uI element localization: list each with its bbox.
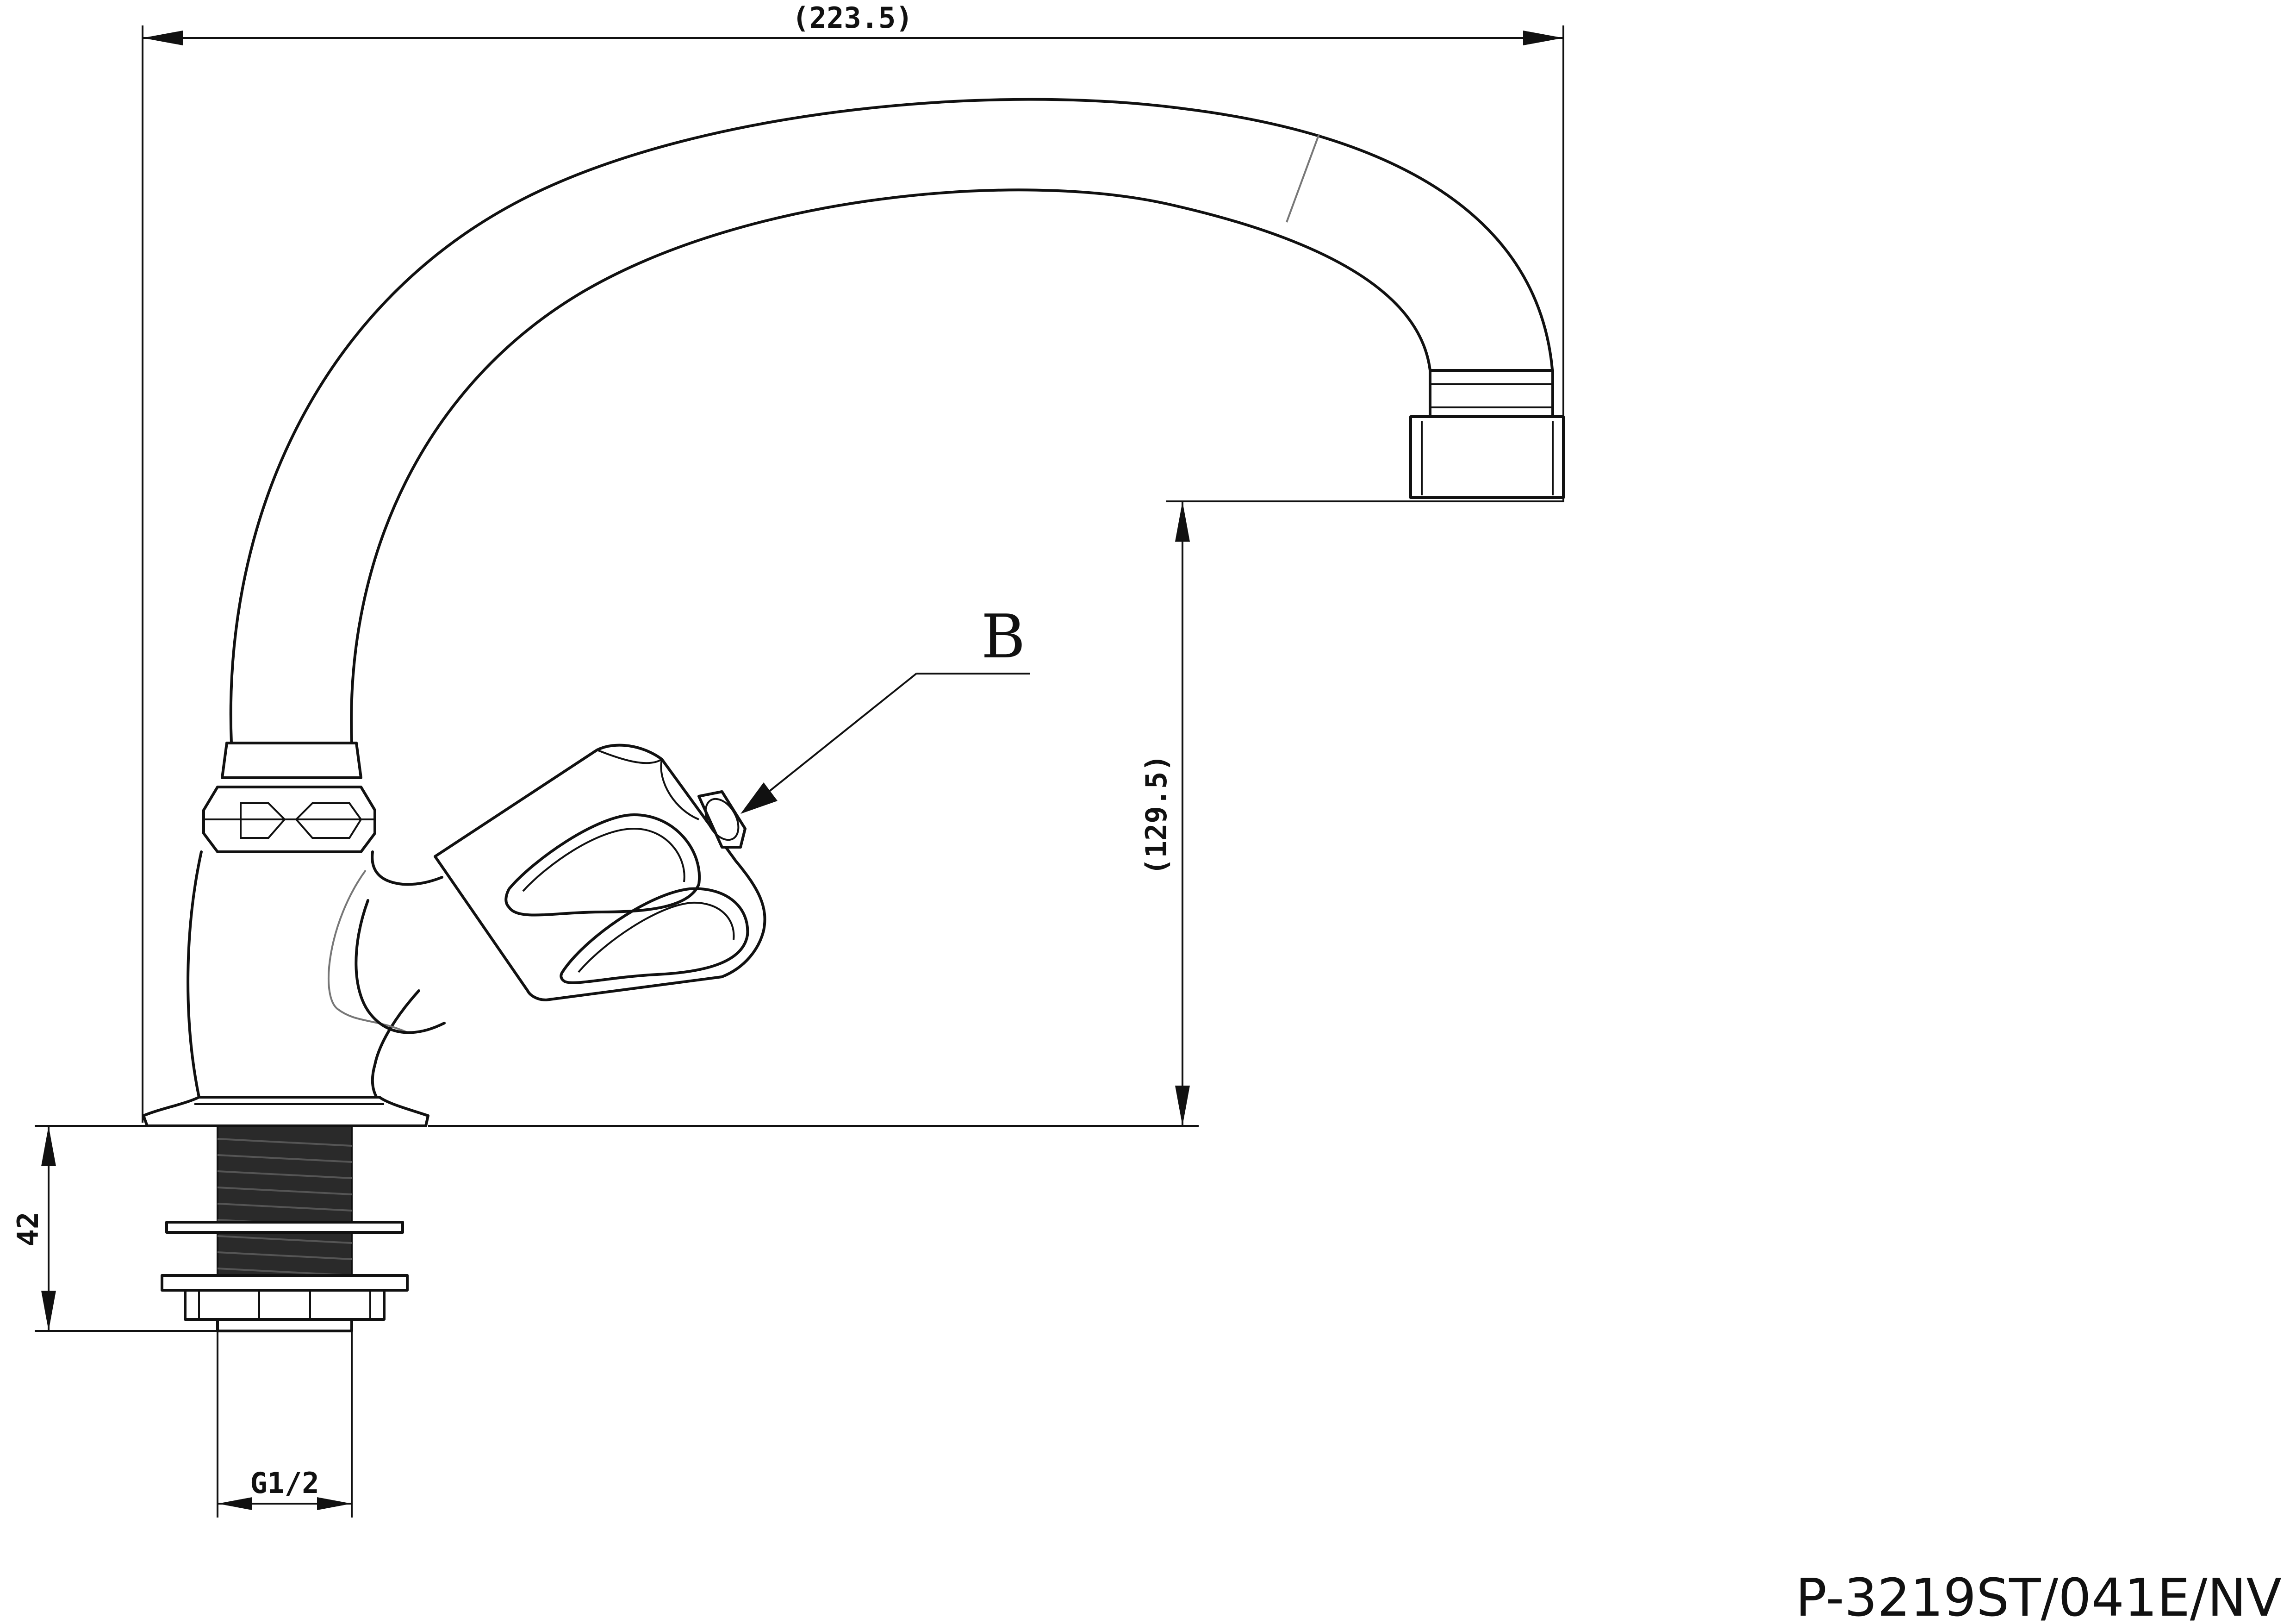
callout-b-label: B [981,601,1026,672]
spout-height-label: (129.5) [1139,754,1173,875]
hex-nut [202,786,376,853]
callout-b: B [740,601,1030,814]
valve-body [142,850,446,1127]
shank-length-label: 42 [11,1212,45,1247]
shank-length-dimension: 42 [11,1125,218,1332]
thread-size-dimension: G1/2 [217,1331,353,1518]
overall-width-label: (223.5) [792,1,913,35]
product-code: P-3219ST/041E/NV [1796,1568,2282,1624]
threaded-shank [161,1125,409,1332]
overall-width-dimension: (223.5) [142,1,1564,1123]
thread-size-label: G1/2 [250,1466,319,1500]
handle[interactable] [434,743,766,1001]
aerator [1409,369,1565,499]
spout [221,98,1554,779]
spout-height-dimension: (129.5) [428,500,1563,1127]
